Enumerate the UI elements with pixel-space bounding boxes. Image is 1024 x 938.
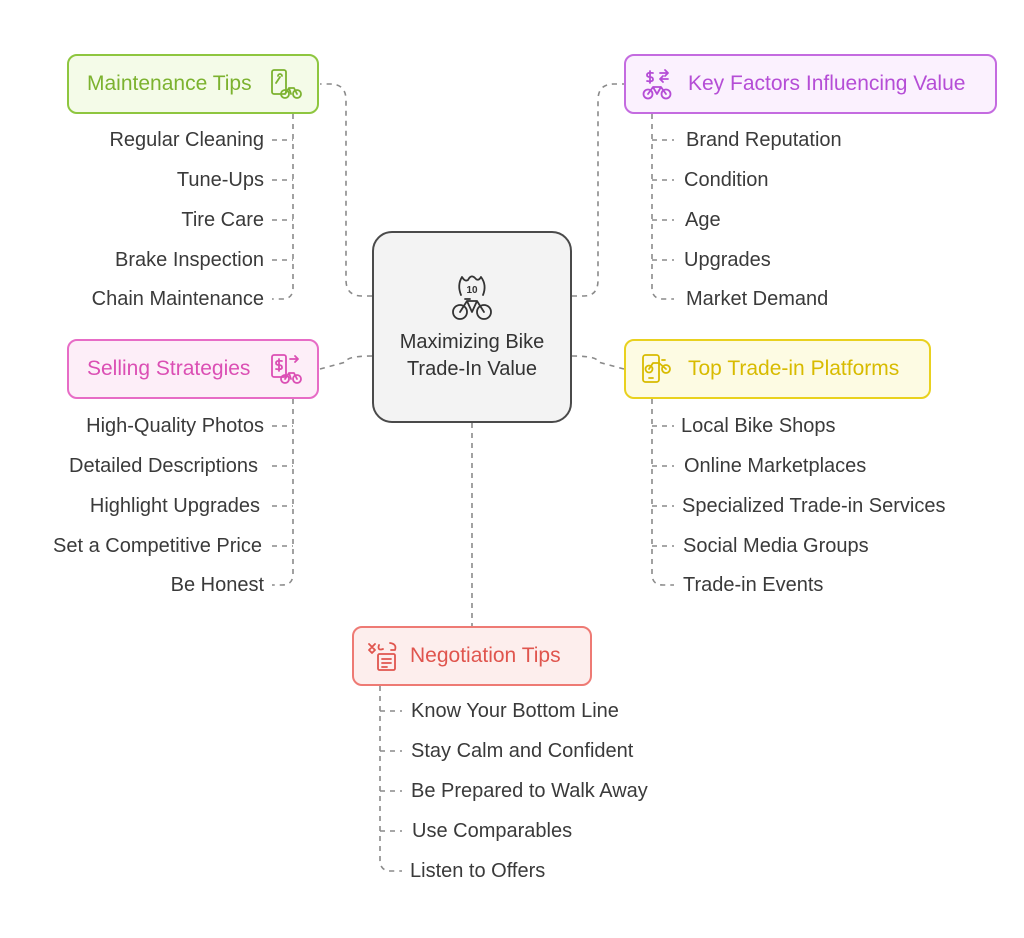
connector-center-selling — [319, 355, 373, 370]
svg-text:10: 10 — [466, 285, 478, 296]
rail-negotiation — [379, 686, 402, 872]
maintenance-item-tune-ups: Tune-Ups — [176, 169, 264, 191]
selling-item-competitive-price: Set a Competitive Price — [53, 535, 262, 557]
phone-bike-icon — [271, 69, 302, 99]
selling-item-high-quality-photos: High-Quality Photos — [86, 415, 264, 437]
connector-center-maintenance — [320, 83, 372, 297]
key-factors-title: Key Factors Influencing Value — [688, 72, 966, 95]
connector-center-platforms — [571, 355, 625, 370]
central-topic-node: 10 Maximizing Bike Trade-In Value — [372, 231, 572, 423]
selling-item-detailed-descriptions: Detailed Descriptions — [69, 455, 258, 477]
rail-key-factors — [651, 114, 674, 300]
key-factors-node: Key Factors Influencing Value — [624, 54, 997, 114]
negotiation-item-use-comparables: Use Comparables — [412, 820, 573, 842]
connector-center-key-factors — [572, 83, 624, 297]
selling-strategies-title: Selling Strategies — [87, 357, 251, 380]
trade-in-platforms-node: Top Trade-in Platforms — [624, 339, 931, 399]
platform-item-trade-in-events: Trade-in Events — [683, 574, 824, 596]
dollar-exchange-bike-icon — [271, 354, 302, 384]
key-factor-item-age: Age — [685, 209, 721, 231]
platform-item-social-media-groups: Social Media Groups — [683, 535, 869, 557]
rail-platforms — [651, 399, 674, 586]
trade-in-platforms-title: Top Trade-in Platforms — [688, 357, 900, 380]
platform-item-online-marketplaces: Online Marketplaces — [684, 455, 867, 477]
selling-strategies-node: Selling Strategies — [67, 339, 319, 399]
negotiation-tips-node: Negotiation Tips — [352, 626, 592, 686]
negotiation-tips-title: Negotiation Tips — [410, 644, 561, 667]
key-factor-item-upgrades: Upgrades — [684, 249, 771, 271]
bike-badge-10-icon: 10 — [452, 275, 492, 320]
maintenance-tips-node: Maintenance Tips — [67, 54, 319, 114]
selling-item-highlight-upgrades: Highlight Upgrades — [89, 495, 260, 517]
rail-selling — [272, 399, 294, 586]
maintenance-tips-title: Maintenance Tips — [87, 72, 252, 95]
negotiation-item-bottom-line: Know Your Bottom Line — [411, 700, 619, 722]
selling-item-be-honest: Be Honest — [170, 574, 264, 596]
maintenance-item-tire-care: Tire Care — [181, 209, 264, 231]
key-factor-item-market-demand: Market Demand — [686, 288, 829, 310]
negotiation-document-icon — [368, 642, 397, 671]
platform-item-specialized-services: Specialized Trade-in Services — [682, 495, 946, 517]
mobile-bike-icon — [642, 354, 671, 383]
central-topic-title: Maximizing Bike Trade-In Value — [399, 331, 545, 380]
negotiation-item-walk-away: Be Prepared to Walk Away — [411, 780, 648, 802]
rail-maintenance — [272, 114, 294, 300]
platform-item-local-bike-shops: Local Bike Shops — [681, 415, 836, 437]
negotiation-item-stay-calm: Stay Calm and Confident — [411, 740, 634, 762]
maintenance-item-regular-cleaning: Regular Cleaning — [109, 129, 264, 151]
key-factor-item-condition: Condition — [684, 169, 769, 191]
maintenance-item-brake-inspection: Brake Inspection — [115, 249, 264, 271]
maintenance-item-chain-maintenance: Chain Maintenance — [91, 288, 264, 310]
key-factor-item-brand-reputation: Brand Reputation — [686, 129, 842, 151]
negotiation-item-listen-to-offers: Listen to Offers — [410, 860, 546, 882]
dollar-bike-icon — [642, 69, 672, 100]
